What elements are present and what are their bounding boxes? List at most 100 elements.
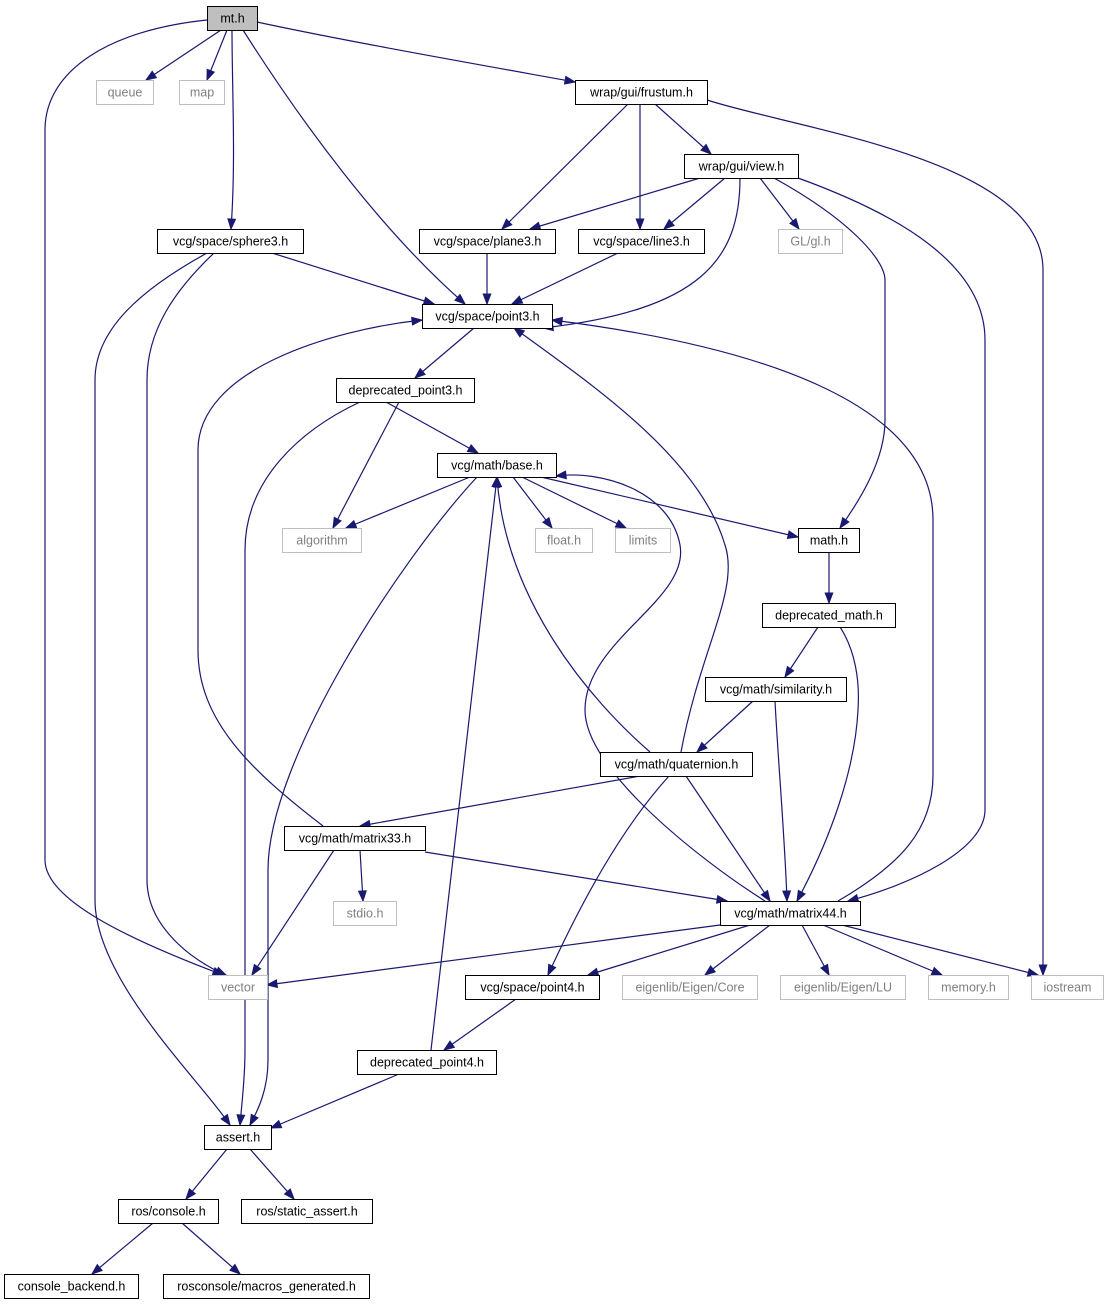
node-quaternion[interactable]: vcg/math/quaternion.h: [600, 752, 753, 777]
node-box: [179, 80, 225, 105]
arrowhead: [695, 741, 708, 753]
node-label: vcg/math/matrix33.h: [299, 832, 412, 846]
edge-line: [91, 1222, 154, 1275]
edge-matrix44-to-core: [703, 924, 771, 976]
node-memory: memory.h: [928, 975, 1009, 1000]
edge-line: [512, 476, 553, 529]
node-box: [437, 453, 557, 478]
edge-line: [501, 103, 629, 230]
node-assert[interactable]: assert.h: [204, 1125, 272, 1150]
edge-assert-to-static_assert: [249, 1148, 295, 1201]
node-box: [705, 677, 847, 702]
edge-line: [547, 775, 670, 976]
node-limits: limits: [615, 528, 671, 553]
node-box: [535, 528, 593, 553]
node-queue: queue: [96, 80, 154, 105]
edge-line: [704, 924, 771, 976]
edge-line: [513, 327, 729, 753]
arrowhead: [206, 68, 216, 82]
node-gl: GL/gl.h: [778, 229, 843, 254]
node-label: deprecated_math.h: [775, 609, 883, 623]
node-math[interactable]: math.h: [798, 528, 860, 553]
edge-dpoint3-to-base: [385, 401, 480, 454]
node-point3[interactable]: vcg/space/point3.h: [422, 304, 553, 329]
edge-line: [94, 252, 231, 1126]
edge-assert-to-console: [185, 1148, 228, 1201]
node-macros[interactable]: rosconsole/macros_generated.h: [163, 1274, 370, 1299]
node-box: [208, 975, 268, 1000]
node-label: vcg/space/plane3.h: [434, 235, 542, 249]
node-box: [118, 1199, 219, 1224]
node-box: [204, 1125, 272, 1150]
arrowhead: [185, 1188, 197, 1201]
arrowhead: [251, 963, 262, 977]
node-view[interactable]: wrap/gui/view.h: [684, 154, 799, 179]
arrowhead: [547, 963, 557, 977]
arrowhead: [229, 1263, 242, 1275]
node-matrix33[interactable]: vcg/math/matrix33.h: [284, 826, 426, 851]
arrowhead: [283, 1188, 295, 1201]
node-similarity[interactable]: vcg/math/similarity.h: [705, 677, 847, 702]
node-static-assert[interactable]: ros/static_assert.h: [241, 1199, 373, 1224]
node-frustum[interactable]: wrap/gui/frustum.h: [575, 80, 708, 105]
node-label: wrap/gui/frustum.h: [589, 86, 693, 100]
arrowhead: [796, 889, 806, 903]
node-label: vcg/math/quaternion.h: [615, 758, 739, 772]
edge-matrix44-to-vector: [265, 924, 721, 989]
node-base[interactable]: vcg/math/base.h: [437, 453, 557, 478]
node-mt[interactable]: mt.h: [207, 6, 258, 31]
edge-line: [146, 252, 227, 976]
node-plane3[interactable]: vcg/space/plane3.h: [419, 229, 556, 254]
node-label: float.h: [547, 534, 581, 548]
node-point4[interactable]: vcg/space/point4.h: [465, 975, 600, 1000]
edge-view-to-math: [773, 177, 886, 530]
arrowhead: [269, 1119, 283, 1129]
edge-similarity-to-matrix44: [774, 700, 792, 903]
arrowhead: [227, 218, 237, 231]
edge-line: [345, 476, 471, 529]
node-dmath[interactable]: deprecated_math.h: [762, 603, 896, 628]
arrowhead: [789, 217, 800, 231]
arrowhead: [614, 519, 628, 529]
edge-line: [197, 319, 423, 827]
node-line3[interactable]: vcg/space/line3.h: [578, 229, 705, 254]
edge-console-to-macros: [181, 1222, 242, 1275]
arrowhead: [703, 965, 717, 976]
edge-line: [145, 29, 222, 81]
edge-matrix33-to-matrix44: [424, 851, 729, 904]
edge-base-to-assert: [249, 476, 478, 1127]
node-label: memory.h: [941, 981, 996, 995]
node-label: vcg/math/matrix44.h: [734, 907, 847, 921]
node-box: [684, 154, 799, 179]
node-lu: eigenlib/Eigen/LU: [780, 975, 906, 1000]
edge-matrix44-to-memory: [822, 924, 944, 976]
arrowhead: [839, 516, 850, 530]
edge-quaternion-to-matrix33: [358, 775, 641, 829]
node-dpoint3[interactable]: deprecated_point3.h: [336, 378, 475, 403]
edge-line: [773, 177, 886, 529]
edge-line: [796, 626, 859, 902]
arrowhead: [482, 293, 492, 306]
node-box: [465, 975, 600, 1000]
node-box: [720, 901, 861, 926]
node-box: [207, 6, 258, 31]
node-sphere3[interactable]: vcg/space/sphere3.h: [157, 229, 304, 254]
node-matrix44[interactable]: vcg/math/matrix44.h: [720, 901, 861, 926]
node-label: map: [190, 86, 214, 100]
node-label: eigenlib/Eigen/LU: [794, 981, 892, 995]
edge-line: [359, 775, 641, 827]
node-console-backend[interactable]: console_backend.h: [4, 1274, 139, 1299]
node-box: [780, 975, 906, 1000]
edge-dpoint3-to-assert: [236, 401, 361, 1127]
edge-matrix44-to-iostream: [841, 924, 1040, 977]
arrowhead: [236, 1114, 246, 1127]
node-label: ros/static_assert.h: [256, 1205, 357, 1219]
edge-quaternion-to-point3: [512, 327, 729, 753]
node-label: vcg/space/point4.h: [480, 981, 584, 995]
edge-line: [521, 476, 627, 529]
node-dpoint4[interactable]: deprecated_point4.h: [357, 1050, 497, 1075]
edge-view-to-point3: [541, 177, 741, 332]
edge-line: [385, 401, 479, 454]
arrowhead: [144, 70, 158, 81]
node-console[interactable]: ros/console.h: [118, 1199, 219, 1224]
